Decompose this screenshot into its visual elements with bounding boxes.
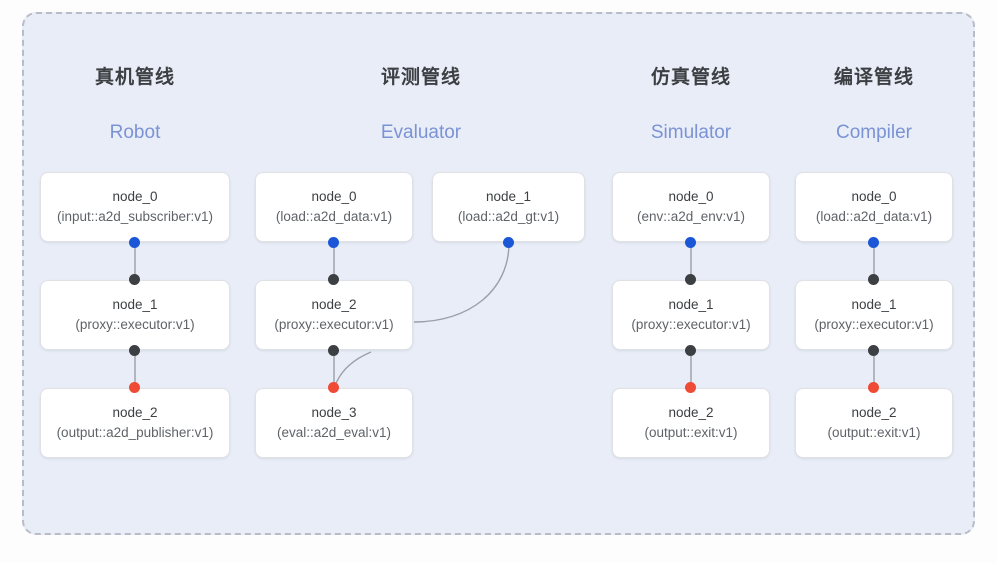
node-spec: (load::a2d_data:v1)	[815, 209, 933, 224]
node-evaluator-eval[interactable]: node_3 (eval::a2d_eval:v1)	[255, 388, 413, 458]
node-spec: (output::a2d_publisher:v1)	[56, 425, 214, 440]
port-out-compiler-1[interactable]	[868, 345, 879, 356]
node-evaluator-0[interactable]: node_0 (load::a2d_data:v1)	[255, 172, 413, 242]
node-name: node_0	[668, 189, 714, 204]
node-spec: (proxy::executor:v1)	[274, 317, 394, 332]
node-name: node_1	[851, 297, 897, 312]
node-simulator-2[interactable]: node_2 (output::exit:v1)	[612, 388, 770, 458]
node-name: node_0	[112, 189, 158, 204]
port-out-simulator-1[interactable]	[685, 345, 696, 356]
node-spec: (proxy::executor:v1)	[631, 317, 751, 332]
port-in-robot-2[interactable]	[129, 382, 140, 393]
node-name: node_0	[851, 189, 897, 204]
node-name: node_2	[851, 405, 897, 420]
port-in-robot-1[interactable]	[129, 274, 140, 285]
node-compiler-2[interactable]: node_2 (output::exit:v1)	[795, 388, 953, 458]
node-name: node_2	[668, 405, 714, 420]
port-in-evaluator-eval[interactable]	[328, 382, 339, 393]
node-name: node_1	[668, 297, 714, 312]
port-out-compiler-0[interactable]	[868, 237, 879, 248]
port-out-evaluator-executor[interactable]	[328, 345, 339, 356]
node-spec: (eval::a2d_eval:v1)	[276, 425, 392, 440]
port-in-simulator-1[interactable]	[685, 274, 696, 285]
node-evaluator-executor[interactable]: node_2 (proxy::executor:v1)	[255, 280, 413, 350]
port-in-compiler-2[interactable]	[868, 382, 879, 393]
port-in-compiler-1[interactable]	[868, 274, 879, 285]
node-robot-1[interactable]: node_1 (proxy::executor:v1)	[40, 280, 230, 350]
node-spec: (load::a2d_gt:v1)	[457, 209, 560, 224]
node-compiler-1[interactable]: node_1 (proxy::executor:v1)	[795, 280, 953, 350]
node-name: node_1	[112, 297, 158, 312]
port-in-evaluator-executor[interactable]	[328, 274, 339, 285]
node-robot-2[interactable]: node_2 (output::a2d_publisher:v1)	[40, 388, 230, 458]
node-name: node_3	[311, 405, 357, 420]
node-spec: (proxy::executor:v1)	[814, 317, 934, 332]
port-out-evaluator-0[interactable]	[328, 237, 339, 248]
node-compiler-0[interactable]: node_0 (load::a2d_data:v1)	[795, 172, 953, 242]
port-out-evaluator-gt[interactable]	[503, 237, 514, 248]
node-name: node_2	[311, 297, 357, 312]
node-spec: (env::a2d_env:v1)	[636, 209, 746, 224]
port-in-simulator-2[interactable]	[685, 382, 696, 393]
node-simulator-1[interactable]: node_1 (proxy::executor:v1)	[612, 280, 770, 350]
node-simulator-0[interactable]: node_0 (env::a2d_env:v1)	[612, 172, 770, 242]
node-evaluator-gt[interactable]: node_1 (load::a2d_gt:v1)	[432, 172, 585, 242]
node-spec: (proxy::executor:v1)	[75, 317, 195, 332]
node-spec: (output::exit:v1)	[644, 425, 738, 440]
node-robot-0[interactable]: node_0 (input::a2d_subscriber:v1)	[40, 172, 230, 242]
port-out-simulator-0[interactable]	[685, 237, 696, 248]
port-out-robot-0[interactable]	[129, 237, 140, 248]
node-name: node_1	[485, 189, 532, 204]
port-out-robot-1[interactable]	[129, 345, 140, 356]
node-spec: (load::a2d_data:v1)	[275, 209, 393, 224]
node-name: node_2	[112, 405, 158, 420]
node-name: node_0	[311, 189, 357, 204]
node-spec: (input::a2d_subscriber:v1)	[56, 209, 214, 224]
node-spec: (output::exit:v1)	[827, 425, 921, 440]
